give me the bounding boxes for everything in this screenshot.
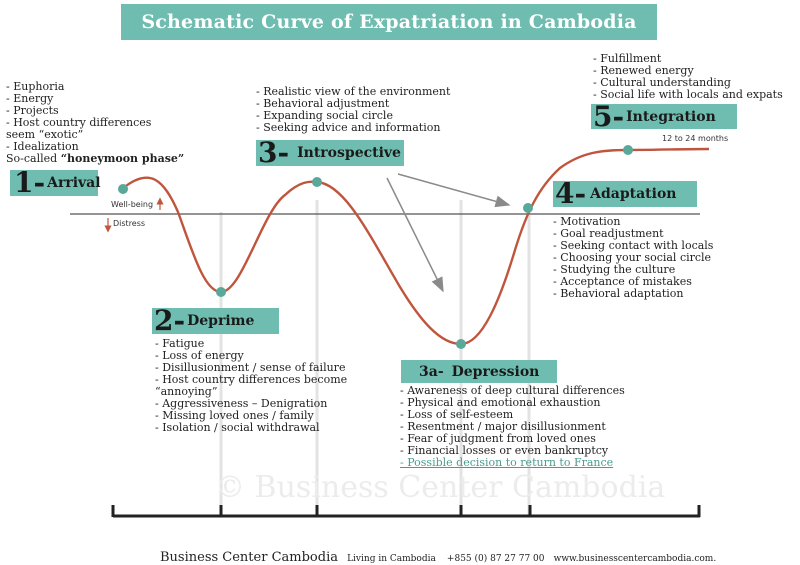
list-item: - Projects (6, 104, 59, 117)
list-item: - Behavioral adaptation (553, 287, 684, 300)
list-item: - Seeking contact with locals (553, 239, 714, 252)
stage-number: 1- (14, 166, 46, 199)
list-item: - Acceptance of mistakes (553, 275, 692, 288)
deprime-list: - Fatigue - Loss of energy - Disillusion… (155, 338, 347, 434)
stage-arrival-label: 1- Arrival (10, 166, 101, 199)
list-item: - Motivation (553, 215, 621, 228)
list-item: - Awareness of deep cultural differences (400, 384, 625, 397)
honeymoon-phase-label: “honeymoon phase” (60, 152, 185, 165)
list-item: - Seeking advice and information (256, 121, 441, 134)
arrival-list: - Euphoria - Energy - Projects - Host co… (6, 81, 184, 165)
list-item: - Host country differences (6, 116, 152, 129)
stage-depression-label: 3a- Depression (401, 360, 557, 383)
distress-label: Distress (113, 219, 146, 228)
list-item: - Host country differences become (155, 373, 348, 386)
list-item: - Social life with locals and expats (593, 88, 783, 101)
page-title: Schematic Curve of Expatriation in Cambo… (141, 11, 637, 33)
adaptation-list: - Motivation - Goal readjustment - Seeki… (553, 216, 713, 300)
stage-name: Integration (626, 108, 716, 125)
list-item: - Expanding social circle (256, 109, 393, 122)
stage-name: Introspective (297, 145, 401, 161)
list-item: - Fatigue (155, 337, 205, 350)
list-item: - Cultural understanding (593, 76, 731, 89)
list-item: - Behavioral adjustment (256, 97, 390, 110)
trend-arrow (386, 177, 444, 293)
list-item: - Realistic view of the environment (256, 85, 451, 98)
list-item: “annoying” (155, 385, 218, 398)
list-item: - Studying the culture (553, 263, 676, 276)
honeymoon-note: So-called “honeymoon phase” (6, 152, 185, 165)
integration-duration: 12 to 24 months (662, 134, 729, 143)
stage-number: 5- (593, 99, 625, 133)
list-item: - Fear of judgment from loved ones (400, 432, 596, 445)
list-item: - Renewed energy (593, 64, 694, 77)
stage-number: 4- (555, 177, 587, 210)
stage-number: 3- (258, 136, 290, 169)
footer: Business Center Cambodia Living in Cambo… (160, 546, 716, 565)
stage-introspective-label: 3- Introspective (256, 136, 404, 169)
stage-adaptation-label: 4- Adaptation (553, 177, 697, 210)
list-item: - Aggressiveness – Denigration (155, 397, 328, 410)
list-item: - Financial losses or even bankruptcy (400, 444, 609, 457)
list-item: - Choosing your social circle (553, 251, 712, 264)
introspective-list: - Realistic view of the environment - Be… (256, 86, 450, 134)
stage-point-deprime (216, 287, 226, 297)
stage-name: Deprime (187, 313, 255, 329)
stage-name: Adaptation (590, 186, 677, 202)
stage-point-depression (456, 339, 466, 349)
list-item: - Fulfillment (593, 52, 662, 65)
stage-name: Arrival (47, 175, 101, 191)
stage-deprime-label: 2- Deprime (152, 304, 279, 337)
list-item: - Euphoria (6, 80, 65, 93)
footer-brand: Business Center Cambodia (160, 550, 338, 565)
stage-name: Depression (451, 363, 540, 380)
watermark: © Business Center Cambodia (215, 470, 666, 505)
stage-number: 3a- (419, 363, 444, 380)
list-item: - Loss of energy (155, 349, 244, 362)
stage-point-arrival (118, 184, 128, 194)
list-item: - Goal readjustment (553, 227, 664, 240)
stage-point-introspective (312, 177, 322, 187)
list-item: - Missing loved ones / family (155, 409, 314, 422)
title-banner: Schematic Curve of Expatriation in Cambo… (121, 4, 657, 40)
wellbeing-label: Well-being (111, 200, 154, 209)
return-to-france-link[interactable]: - Possible decision to return to France (400, 456, 614, 469)
footer-website[interactable]: www.businesscentercambodia.com. (553, 554, 717, 564)
list-item: - Physical and emotional exhaustion (400, 396, 601, 409)
list-item: seem “exotic” (6, 128, 84, 141)
stage-integration-label: 5- Integration (591, 99, 737, 133)
footer-tagline: Living in Cambodia (347, 554, 436, 564)
list-item: - Resentment / major disillusionment (400, 420, 606, 433)
list-item: - Isolation / social withdrawal (155, 421, 320, 434)
footer-phone: +855 (0) 87 27 77 00 (446, 554, 545, 564)
list-item: - Idealization (6, 140, 79, 153)
stage-point-integration (623, 145, 633, 155)
trend-arrow (397, 173, 511, 208)
list-item: - Disillusionment / sense of failure (155, 361, 346, 374)
stage-point-adaptation (523, 203, 533, 213)
stage-number: 2- (154, 304, 186, 337)
wellbeing-curve (121, 147, 710, 346)
list-item: - Energy (6, 92, 54, 105)
timeline-axis (111, 505, 701, 518)
integration-list: - Fulfillment - Renewed energy - Cultura… (593, 53, 783, 101)
depression-list: - Awareness of deep cultural differences… (400, 385, 625, 469)
list-item: - Loss of self-esteem (400, 408, 514, 421)
